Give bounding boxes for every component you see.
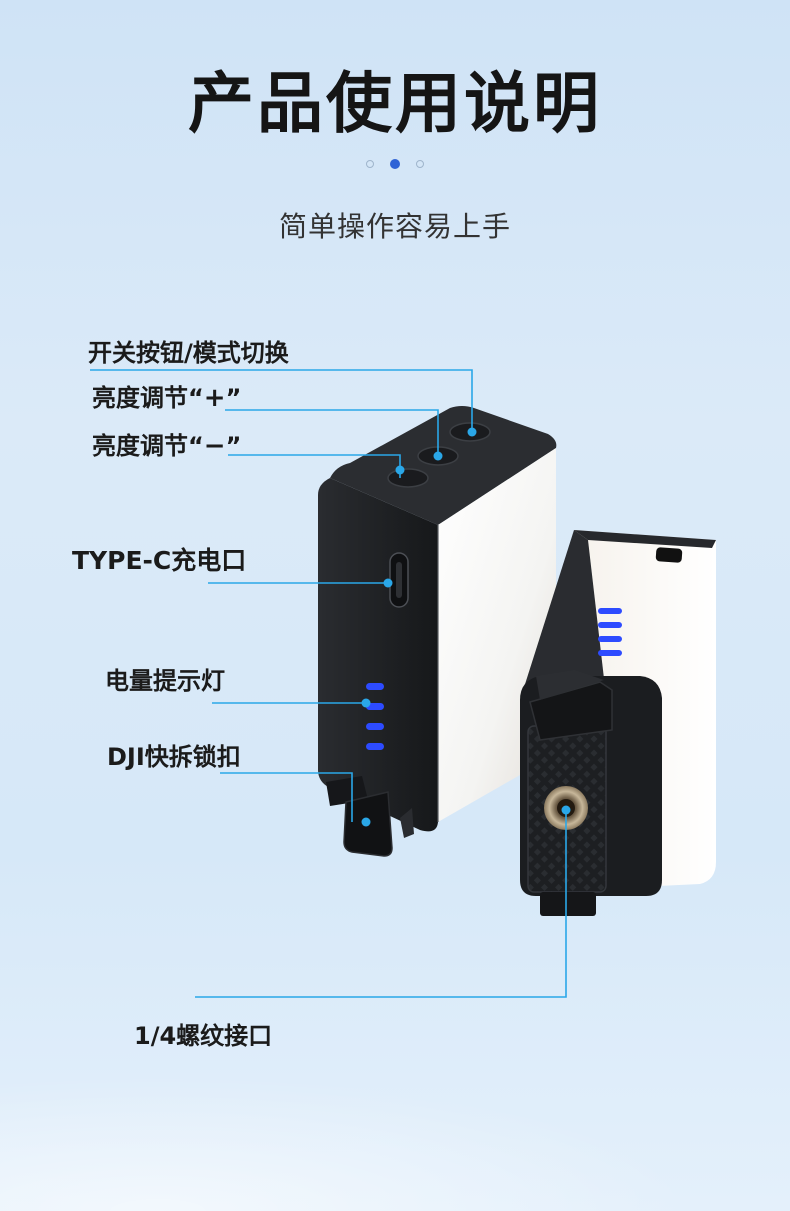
callout-quarter-inch [195, 810, 567, 998]
label-brightness-up: 亮度调节“+” [92, 378, 241, 413]
callout-lines [90, 369, 567, 998]
label-brightness-down-text: 亮度调节“ [92, 432, 204, 460]
battery-leds [366, 683, 384, 750]
minus-icon: − [203, 431, 226, 461]
plus-icon: + [203, 383, 226, 413]
page-subtitle: 简单操作容易上手 [278, 210, 511, 243]
battery-led-icon [598, 636, 622, 642]
label-brightness-up-close: ” [225, 384, 242, 412]
battery-led-icon [598, 608, 622, 614]
label-dji-mount: DJI快拆锁扣 [107, 743, 241, 771]
callout-dji [220, 772, 353, 822]
label-mode-button: 开关按钮/模式切换 [88, 339, 289, 367]
battery-led-icon [366, 703, 384, 710]
page-title: 产品使用说明 [188, 65, 602, 142]
callout-mode [90, 369, 473, 432]
device-back [520, 530, 716, 916]
device-side-face [318, 478, 438, 832]
battery-led-icon [598, 650, 622, 656]
pagination-dot-active[interactable] [390, 159, 400, 169]
label-quarter-inch: 1/4螺纹接口 [134, 1022, 273, 1050]
label-brightness-down: 亮度调节“−” [92, 426, 241, 461]
battery-led-icon [598, 622, 622, 628]
label-brightness-up-text: 亮度调节“ [92, 384, 204, 412]
label-brightness-down-close: ” [225, 432, 242, 460]
background-glow [0, 1051, 790, 1211]
callout-brightness-up [225, 409, 439, 456]
device-top-face [330, 406, 557, 525]
label-type-c: TYPE-C充电口 [72, 546, 247, 575]
callout-dots [361, 427, 571, 827]
label-battery-indicator: 电量提示灯 [105, 667, 225, 695]
brightness-down-button[interactable] [387, 468, 429, 488]
battery-led-icon [366, 683, 384, 690]
pagination-dot[interactable] [416, 160, 424, 168]
pagination-dot[interactable] [366, 160, 374, 168]
battery-led-icon [366, 723, 384, 730]
pagination-dots [0, 159, 790, 169]
battery-led-icon [366, 743, 384, 750]
